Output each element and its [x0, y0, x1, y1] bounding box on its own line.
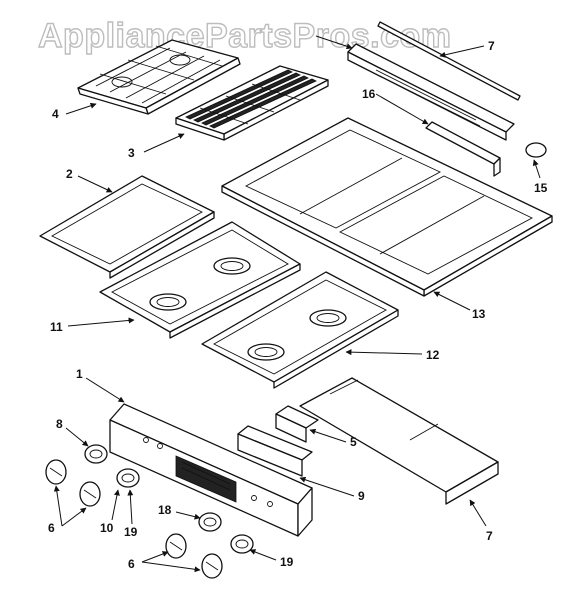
callout-13: 13 — [472, 307, 486, 321]
knob-6-right-a — [165, 533, 187, 559]
part-17-rear-trim — [377, 21, 521, 101]
callout-4: 4 — [52, 107, 59, 121]
part-3-grill-grate — [175, 65, 329, 141]
knob-8 — [84, 444, 108, 464]
watermark-logo: AppliancePartsPros.com — [38, 17, 451, 55]
callout-16: 16 — [362, 87, 376, 101]
callout-9: 9 — [358, 489, 365, 503]
part-7-mounting-bracket — [299, 377, 499, 505]
part-5-display-cover — [237, 405, 319, 477]
callout-3: 3 — [128, 146, 135, 160]
knob-6-left-b — [79, 481, 101, 507]
callout-1: 1 — [76, 367, 83, 381]
part-15-end-cap — [525, 142, 547, 158]
callout-7-bottom: 7 — [486, 529, 493, 543]
callout-19-right: 19 — [280, 555, 294, 569]
callout-7-top: 7 — [488, 39, 495, 53]
part-13-cooktop-frame — [221, 117, 553, 297]
callout-6-right: 6 — [128, 557, 135, 571]
part-14-vent-cover — [347, 43, 515, 141]
callout-18: 18 — [158, 503, 172, 517]
part-2-griddle — [39, 175, 215, 279]
part-4-burner-grates — [77, 39, 241, 115]
knob-6-left-a — [45, 459, 67, 485]
part-11-left-burner-pan — [99, 221, 301, 339]
part-16-bracket — [425, 121, 501, 177]
callout-5: 5 — [350, 435, 357, 449]
knob-19-left — [116, 468, 140, 488]
knob-6-right-b — [201, 553, 223, 579]
callout-2: 2 — [66, 167, 73, 181]
part-1-control-panel — [109, 403, 313, 537]
leader-lines — [53, 35, 541, 573]
callout-8: 8 — [56, 417, 63, 431]
callout-12: 12 — [426, 348, 440, 362]
callout-10: 10 — [100, 521, 114, 535]
knob-18 — [198, 512, 222, 532]
callout-15: 15 — [534, 181, 548, 195]
knob-19-right — [230, 534, 254, 554]
callout-labels: 4 3 2 11 12 13 7 16 15 1 5 9 7 8 6 10 19… — [48, 39, 548, 571]
callout-19-left: 19 — [124, 525, 138, 539]
callout-11: 11 — [50, 320, 63, 334]
part-12-right-burner-pan — [201, 271, 399, 389]
callout-6-left: 6 — [48, 521, 55, 535]
